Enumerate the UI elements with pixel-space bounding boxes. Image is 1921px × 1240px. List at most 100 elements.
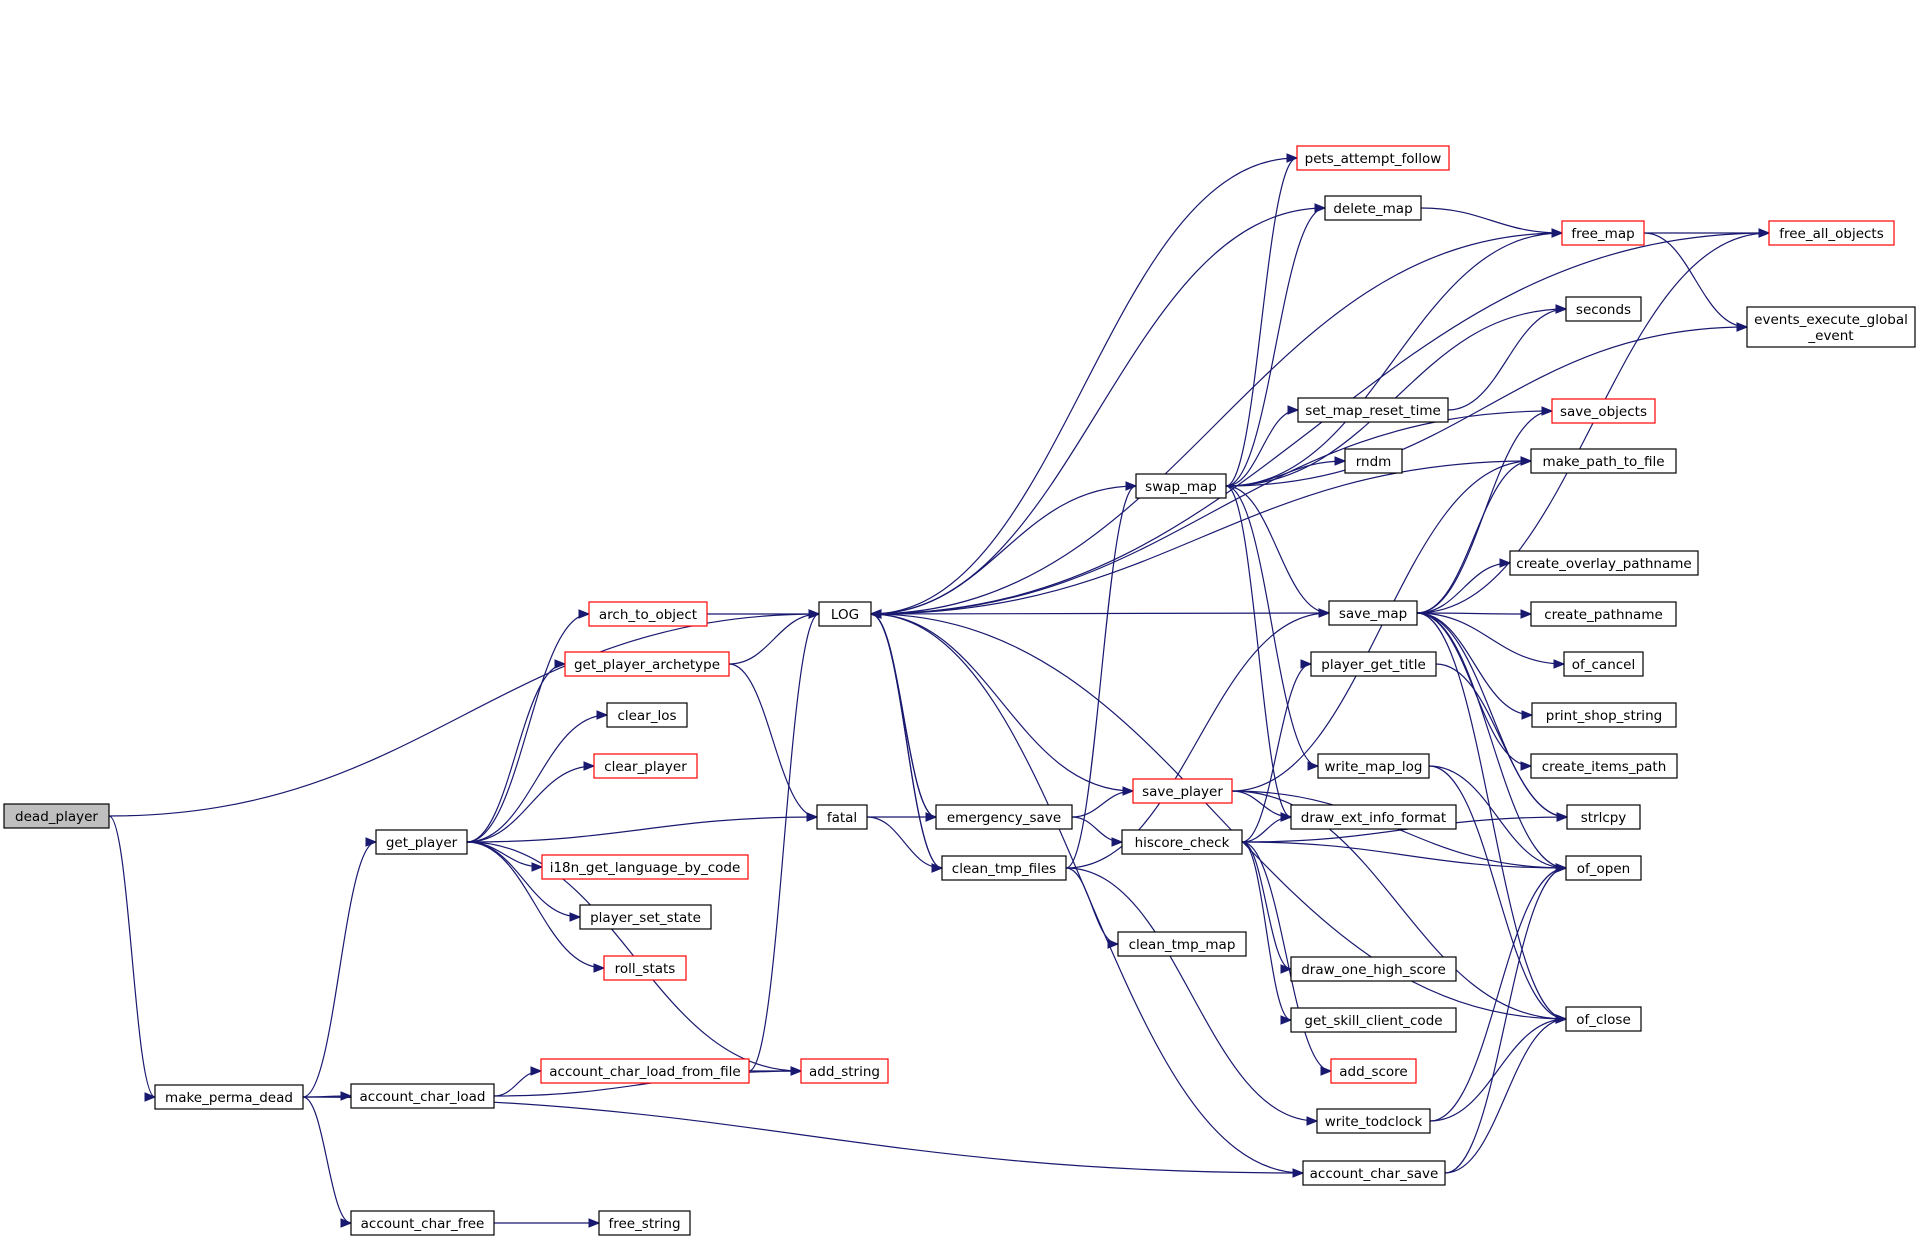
node-save_player[interactable]: save_player (1132, 778, 1233, 804)
node-label: dead_player (15, 809, 98, 825)
node-label: free_string (608, 1216, 680, 1232)
arrowhead-icon (1320, 1066, 1333, 1076)
edge-line (870, 612, 1330, 615)
node-box (541, 854, 749, 880)
node-rndm[interactable]: rndm (1344, 448, 1403, 474)
edge-line (1241, 841, 1332, 1072)
edge-emergency_save-to-save_player (1071, 786, 1135, 818)
node-dead_player[interactable]: dead_player (3, 803, 110, 829)
node-clean_tmp_map[interactable]: clean_tmp_map (1117, 931, 1247, 957)
edge-write_todclock-to-of_open (1429, 863, 1568, 1122)
edge-swap_map-to-save_map (1225, 485, 1331, 618)
node-label: get_player_archetype (574, 657, 720, 673)
node-strlcpy[interactable]: strlcpy (1566, 804, 1641, 830)
node-hiscore_check[interactable]: hiscore_check (1121, 829, 1243, 855)
edge-line (870, 613, 1567, 1020)
node-save_map[interactable]: save_map (1328, 600, 1418, 626)
node-write_todclock[interactable]: write_todclock (1316, 1108, 1431, 1134)
node-seconds[interactable]: seconds (1565, 296, 1642, 322)
node-box (1290, 956, 1457, 982)
node-box (1530, 448, 1677, 474)
node-add_score[interactable]: add_score (1330, 1058, 1417, 1084)
node-label: account_char_load_from_file (549, 1064, 740, 1080)
node-box (606, 702, 688, 728)
node-player_get_title[interactable]: player_get_title (1310, 651, 1437, 677)
node-events_execute_global_event[interactable]: events_execute_global_event (1746, 306, 1916, 348)
node-of_cancel[interactable]: of_cancel (1563, 651, 1644, 677)
arrowhead-icon (569, 912, 582, 922)
node-fatal[interactable]: fatal (816, 804, 868, 830)
edge-get_player-to-clear_los (466, 710, 609, 843)
node-account_char_save[interactable]: account_char_save (1302, 1160, 1446, 1186)
node-roll_stats[interactable]: roll_stats (603, 955, 687, 981)
node-pets_attempt_follow[interactable]: pets_attempt_follow (1296, 145, 1450, 171)
node-clean_tmp_files[interactable]: clean_tmp_files (941, 855, 1067, 881)
node-clear_los[interactable]: clear_los (606, 702, 688, 728)
node-make_perma_dead[interactable]: make_perma_dead (154, 1084, 304, 1110)
edge-get_player-to-arch_to_object (466, 609, 591, 843)
node-of_open[interactable]: of_open (1565, 855, 1642, 881)
node-free_all_objects[interactable]: free_all_objects (1768, 220, 1895, 246)
node-label: pets_attempt_follow (1305, 151, 1442, 167)
node-get_player_archetype[interactable]: get_player_archetype (564, 651, 730, 677)
node-create_items_path[interactable]: create_items_path (1530, 753, 1678, 779)
node-print_shop_string[interactable]: print_shop_string (1531, 702, 1677, 728)
edge-line (870, 157, 1298, 615)
node-label: of_close (1576, 1012, 1631, 1028)
edge-line (1065, 485, 1137, 869)
node-free_map[interactable]: free_map (1561, 220, 1645, 246)
edge-hiscore_check-to-get_skill_client_code (1241, 841, 1293, 1025)
node-arch_to_object[interactable]: arch_to_object (588, 601, 708, 627)
node-label: create_items_path (1542, 759, 1667, 775)
arrowhead-icon (583, 761, 596, 771)
arrowhead-icon (1280, 1015, 1293, 1025)
node-clear_player[interactable]: clear_player (593, 753, 698, 779)
node-label: free_map (1571, 226, 1634, 242)
edge-free_map-to-LOG (869, 232, 1563, 619)
node-add_string[interactable]: add_string (800, 1058, 889, 1084)
node-of_close[interactable]: of_close (1565, 1006, 1642, 1032)
arrowhead-icon (1300, 659, 1313, 669)
arrowhead-icon (365, 837, 378, 847)
arrowhead-icon (1306, 1116, 1319, 1126)
node-label: save_objects (1560, 404, 1647, 420)
edge-line (1435, 663, 1568, 818)
arrowhead-icon (1111, 837, 1124, 847)
node-box (564, 651, 730, 677)
edge-save_map-to-create_items_path (1416, 612, 1533, 771)
node-get_skill_client_code[interactable]: get_skill_client_code (1290, 1007, 1457, 1033)
node-account_char_free[interactable]: account_char_free (350, 1210, 495, 1236)
node-box (1565, 296, 1642, 322)
edge-line (748, 613, 820, 1072)
node-box (1290, 804, 1457, 830)
node-draw_ext_info_format[interactable]: draw_ext_info_format (1290, 804, 1457, 830)
node-player_set_state[interactable]: player_set_state (579, 904, 712, 930)
node-account_char_load[interactable]: account_char_load (350, 1083, 495, 1109)
node-delete_map[interactable]: delete_map (1324, 195, 1422, 221)
edge-line (1429, 867, 1567, 1122)
node-create_overlay_pathname[interactable]: create_overlay_pathname (1509, 550, 1699, 576)
node-label: clean_tmp_files (952, 861, 1056, 877)
node-label: roll_stats (615, 961, 676, 977)
node-swap_map[interactable]: swap_map (1135, 473, 1227, 499)
node-free_string[interactable]: free_string (598, 1210, 691, 1236)
node-draw_one_high_score[interactable]: draw_one_high_score (1290, 956, 1457, 982)
node-account_char_load_from_file[interactable]: account_char_load_from_file (540, 1058, 750, 1084)
edge-swap_map-to-pets_attempt_follow (1225, 153, 1299, 487)
node-create_pathname[interactable]: create_pathname (1530, 601, 1677, 627)
edge-line (1416, 410, 1553, 614)
edge-hiscore_check-to-of_open (1241, 841, 1568, 873)
node-make_path_to_file[interactable]: make_path_to_file (1530, 448, 1677, 474)
node-box (1296, 145, 1450, 171)
arrowhead-icon (1307, 761, 1320, 771)
node-box (1530, 753, 1678, 779)
node-LOG[interactable]: LOG (818, 601, 872, 627)
node-box (1117, 931, 1247, 957)
node-save_objects[interactable]: save_objects (1551, 398, 1656, 424)
node-emergency_save[interactable]: emergency_save (935, 804, 1073, 830)
node-get_player[interactable]: get_player (375, 829, 468, 855)
node-box (1566, 804, 1641, 830)
node-set_map_reset_time[interactable]: set_map_reset_time (1297, 397, 1449, 423)
node-write_map_log[interactable]: write_map_log (1317, 753, 1430, 779)
node-i18n_get_language_by_code[interactable]: i18n_get_language_by_code (541, 854, 749, 880)
